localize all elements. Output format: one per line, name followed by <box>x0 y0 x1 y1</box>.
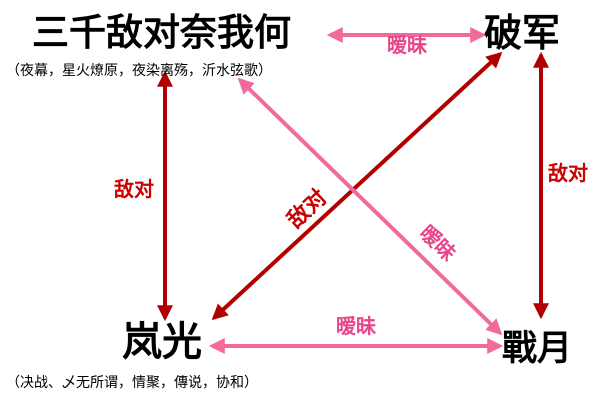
relation-label-bottom: 暧昧 <box>336 314 377 338</box>
node-top-left-label: 三千敌对奈我何 <box>32 11 291 54</box>
link-diagonal-ambiguous <box>237 77 503 336</box>
node-bottom-left-note: （决战、乄无所谓，情聚，傳说，协和） <box>6 375 258 391</box>
node-bottom-left-label: 岚光 <box>122 319 202 365</box>
node-top-right-label: 破军 <box>484 11 561 55</box>
node-bottom-right-label: 戰月 <box>502 329 573 369</box>
relation-label-diagonal-red: 敌对 <box>282 184 332 233</box>
relation-label-right: 敌对 <box>548 161 588 185</box>
relation-label-top: 暧昧 <box>387 33 428 57</box>
relation-label-left: 敌对 <box>114 177 154 201</box>
node-top-left-note: （夜幕，星火燎原，夜染离殇，沂水弦歌） <box>6 63 272 79</box>
link-diagonal-hostile <box>211 51 503 321</box>
